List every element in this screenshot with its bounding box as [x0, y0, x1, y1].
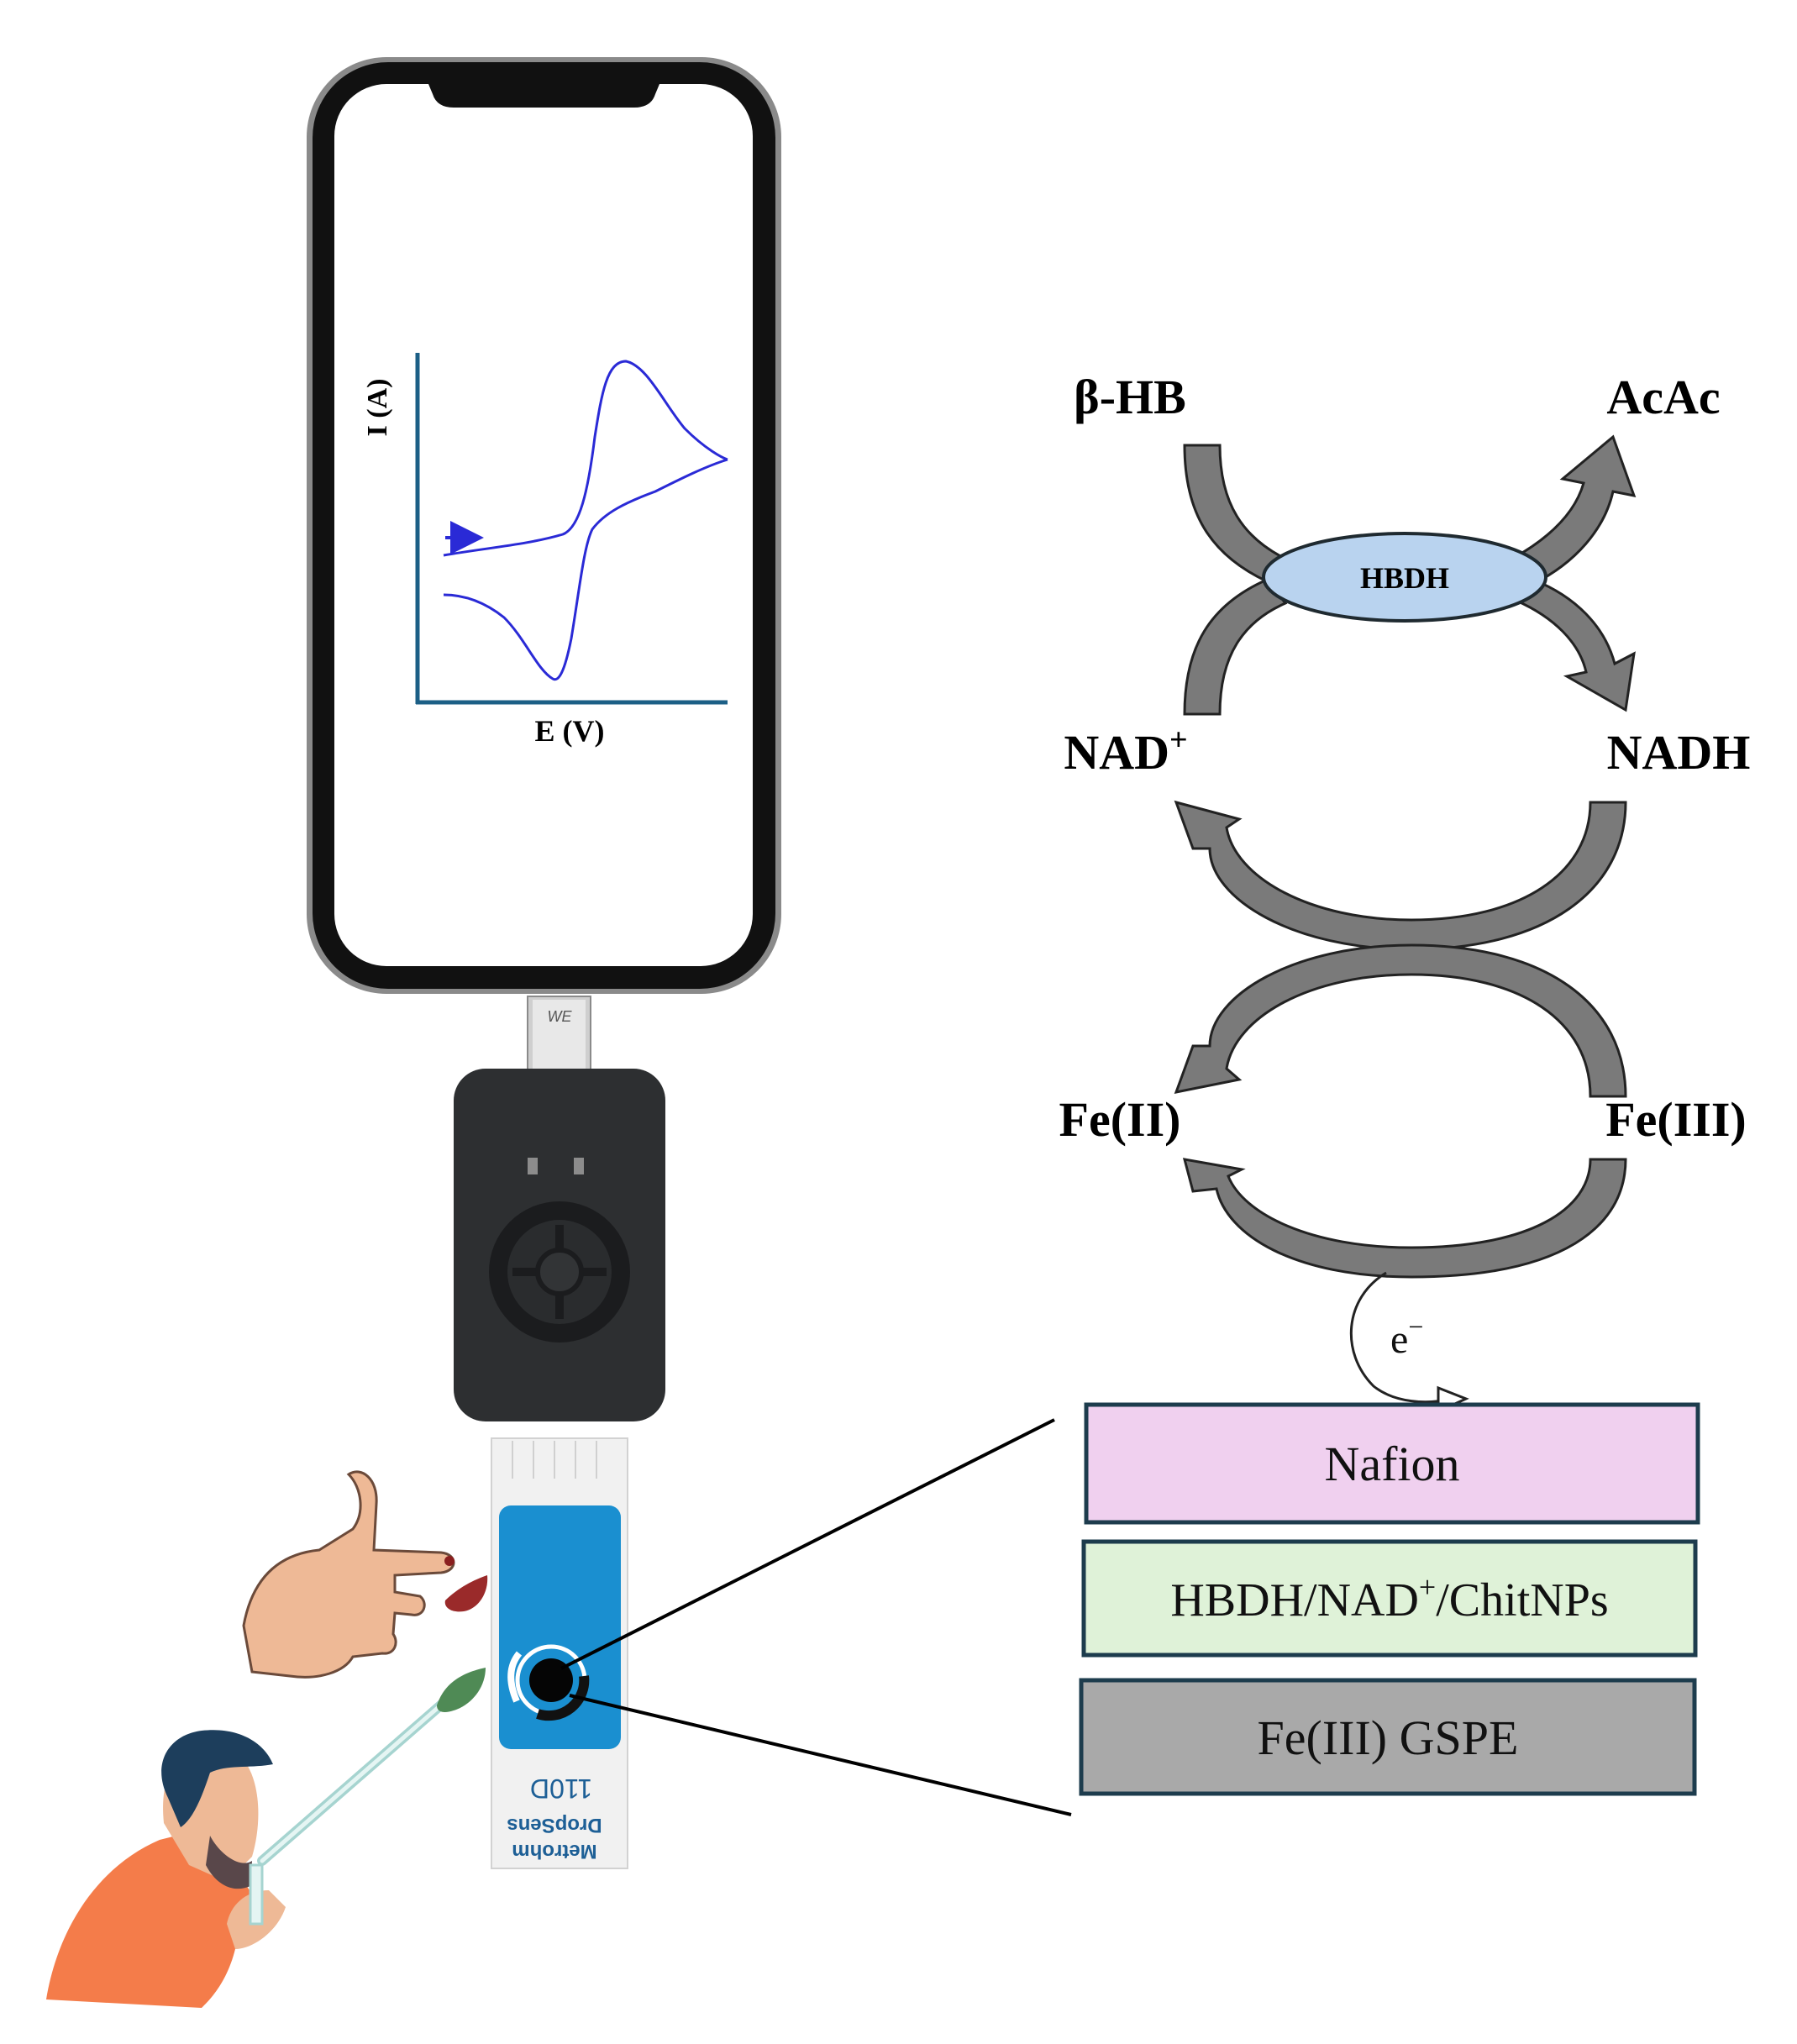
screen-printed-electrode: 110D Metrohm DropSens	[491, 1437, 628, 1869]
cv-plot: I (A) E (V)	[362, 353, 728, 748]
strip-brand-line1: Metrohm	[512, 1840, 596, 1863]
strip-code: 110D	[530, 1773, 592, 1804]
zoom-line-top	[560, 1418, 1055, 1670]
connector-label: WE	[548, 1008, 573, 1025]
y-axis-label: I (A)	[362, 379, 393, 437]
person-hair	[161, 1730, 273, 1827]
enzyme-ellipse	[1262, 532, 1547, 623]
arrow-bhb-to-enzyme	[1183, 444, 1288, 583]
arrow-nad-to-enzyme	[1183, 578, 1288, 716]
potentiostat-dongle	[454, 1069, 665, 1421]
person-beard	[206, 1836, 252, 1889]
reaction-scheme: e− HBDH β-HB AcAc NAD+ NADH Fe(II) Fe(II…	[1059, 370, 1751, 1414]
fe2-label: Fe(II)	[1059, 1092, 1181, 1147]
person-illustration	[46, 1730, 286, 2008]
electron-transfer-arrow	[1349, 1271, 1450, 1404]
hand-finger-prick	[242, 1470, 488, 1679]
arrow-fe3-to-fe2-electrode	[1182, 1158, 1627, 1279]
usb-connector: WE	[527, 996, 591, 1075]
saliva-drop	[437, 1668, 486, 1712]
layer-gspe	[1079, 1678, 1697, 1796]
arrow-enzyme-to-nadh	[1514, 578, 1636, 712]
zoom-line-bottom	[569, 1694, 1072, 1816]
fe3-label: Fe(III)	[1605, 1092, 1747, 1147]
nad-label: NAD+	[1064, 722, 1187, 780]
layer-nafion-label: Nafion	[1324, 1437, 1459, 1491]
electron-label: e−	[1390, 1311, 1423, 1362]
substrate-label: β-HB	[1074, 370, 1186, 424]
phone-notch	[428, 84, 659, 108]
nadh-label: NADH	[1607, 725, 1751, 780]
strip-blue-panel	[499, 1505, 621, 1749]
led-right	[574, 1158, 584, 1174]
phone-screen	[334, 84, 753, 966]
collection-tube	[249, 1863, 264, 1926]
layer-nafion	[1084, 1402, 1700, 1525]
person-shirt	[46, 1827, 252, 2008]
arrow-enzyme-to-acac	[1510, 434, 1637, 586]
x-axis-label: E (V)	[535, 714, 605, 748]
arrow-fe3-to-fe2	[1174, 943, 1627, 1098]
layer-gspe-label: Fe(III) GSPE	[1258, 1710, 1519, 1765]
enzyme-label: HBDH	[1360, 561, 1449, 595]
arrow-nadh-to-nad	[1174, 800, 1627, 951]
cv-curve-forward	[443, 360, 728, 557]
smartphone	[307, 57, 781, 994]
layer-hbdh	[1081, 1539, 1698, 1658]
electrode-layer-stack: Nafion HBDH/NAD+/ChitNPs Fe(III) GSPE	[1079, 1402, 1700, 1796]
layer-hbdh-label: HBDH/NAD+/ChitNPs	[1170, 1570, 1608, 1626]
product-label: AcAc	[1606, 370, 1720, 424]
strip-brand-line2: DropSens	[507, 1814, 602, 1836]
saliva-sample	[257, 1668, 486, 1866]
cv-curve-reverse	[443, 458, 728, 681]
blood-drop	[444, 1575, 488, 1612]
counter-electrode	[536, 1675, 590, 1721]
led-left	[528, 1158, 538, 1174]
